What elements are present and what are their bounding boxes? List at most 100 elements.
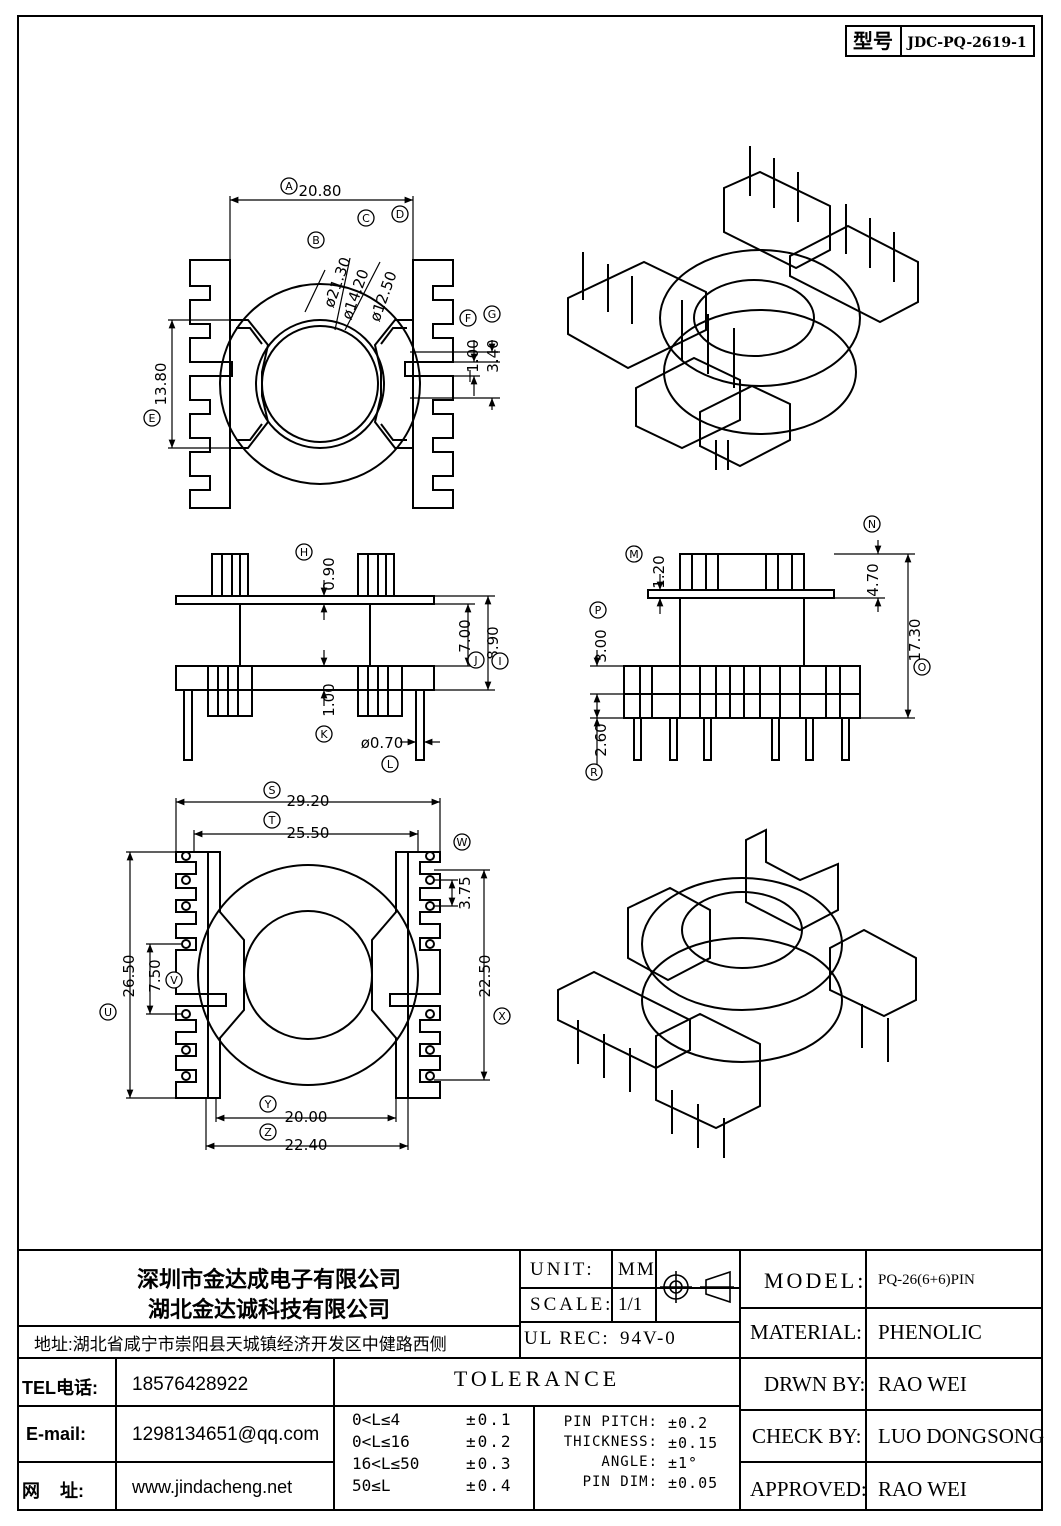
- bottom-view-dims: [126, 798, 490, 1150]
- tolerance-value: ±0.1: [466, 1410, 513, 1429]
- company-name-1: 深圳市金达成电子有限公司: [136, 1267, 401, 1292]
- svg-text:R: R: [590, 766, 598, 779]
- svg-text:S: S: [269, 784, 276, 797]
- isometric-view-bottom: [557, 828, 917, 1158]
- tolerance-range: 0<L≤4: [352, 1410, 401, 1429]
- model-label: MODEL:: [764, 1268, 867, 1293]
- dimension-balloon-m: M: [625, 545, 643, 563]
- dimension-balloon-b: B: [307, 231, 325, 249]
- approved-value: RAO WEI: [878, 1477, 967, 1501]
- dimension-balloon-g: G: [483, 305, 501, 323]
- unit-value: MM: [618, 1259, 656, 1280]
- top-view: [189, 259, 454, 509]
- svg-text:B: B: [312, 234, 320, 247]
- tolerance-value: ±0.3: [466, 1454, 513, 1473]
- tel-value: 18576428922: [132, 1374, 249, 1395]
- material-label: MATERIAL:: [750, 1320, 862, 1344]
- unit-label: UNIT:: [530, 1259, 595, 1280]
- ulrec-label: UL REC:: [524, 1328, 610, 1349]
- svg-text:V: V: [170, 974, 178, 987]
- dimension-value-x: 22.50: [476, 955, 494, 998]
- drawn-by-value: RAO WEI: [878, 1372, 967, 1396]
- pin-tolerance-label: ANGLE:: [601, 1454, 658, 1470]
- dimension-value-w: 3.75: [456, 876, 474, 909]
- bottom-view: [175, 851, 441, 1099]
- dimension-balloon-l: L: [381, 755, 399, 773]
- dimension-value-f: 1.00: [464, 339, 482, 372]
- dimension-value-h: 0.90: [320, 557, 338, 590]
- svg-text:Z: Z: [264, 1126, 272, 1139]
- dimension-balloon-u: U: [99, 1003, 117, 1021]
- svg-text:M: M: [629, 548, 639, 561]
- dimension-balloon-c: C: [357, 209, 375, 227]
- svg-text:P: P: [595, 604, 602, 617]
- dimension-value-m: 1.20: [650, 555, 668, 588]
- dimension-balloon-w: W: [453, 833, 471, 851]
- dimension-balloon-t: T: [263, 811, 281, 829]
- svg-text:W: W: [457, 836, 468, 849]
- dimension-value-e: 13.80: [152, 363, 170, 406]
- svg-text:H: H: [300, 546, 308, 559]
- web-value: www.jindacheng.net: [132, 1477, 293, 1497]
- pin-tolerance-value: ±0.2: [668, 1414, 709, 1432]
- front-view-dims: [320, 580, 495, 746]
- tolerance-value: ±0.2: [466, 1432, 513, 1451]
- pin-tolerance-label: THICKNESS:: [563, 1434, 658, 1450]
- dimension-value-y: 20.00: [285, 1108, 328, 1126]
- pin-tolerance-label: PIN DIM:: [582, 1474, 658, 1490]
- dimension-value-i: 8.90: [484, 626, 502, 659]
- pin-tolerance-label: PIN PITCH:: [563, 1414, 658, 1430]
- tolerance-range: 16<L≤50: [352, 1454, 420, 1473]
- pin-tolerance-value: ±0.15: [668, 1434, 719, 1452]
- dimension-balloon-k: K: [315, 725, 333, 743]
- svg-text:U: U: [104, 1006, 112, 1019]
- dimension-labels: 20.80Aø21.30Bø14.20Cø12.50D13.80E1.00F3.…: [99, 177, 931, 1154]
- svg-text:K: K: [320, 728, 328, 741]
- dimension-value-l: ø0.70: [361, 734, 404, 752]
- dimension-value-t: 25.50: [287, 824, 330, 842]
- pin-tolerance-value: ±0.05: [668, 1474, 719, 1492]
- dimension-value-u: 26.50: [120, 955, 138, 998]
- dimension-value-p: 3.00: [592, 629, 610, 662]
- svg-text:F: F: [465, 312, 471, 325]
- dimension-balloon-o: O: [913, 658, 931, 676]
- check-by-label: CHECK BY:: [752, 1424, 862, 1448]
- dimension-value-s: 29.20: [287, 792, 330, 810]
- dimension-balloon-s: S: [263, 781, 281, 799]
- dimension-value-n: 4.70: [864, 563, 882, 596]
- svg-text:X: X: [498, 1010, 506, 1023]
- isometric-view-top: [567, 146, 919, 470]
- email-label: E-mail:: [26, 1424, 87, 1444]
- company-name-2: 湖北金达诚科技有限公司: [147, 1297, 390, 1322]
- dimension-balloon-j: J: [467, 651, 485, 669]
- dimension-value-v: 7.50: [146, 959, 164, 992]
- model-value: PQ-26(6+6)PIN: [878, 1272, 975, 1288]
- svg-text:J: J: [473, 654, 477, 667]
- dimension-balloon-y: Y: [259, 1095, 277, 1113]
- dimension-balloon-n: N: [863, 515, 881, 533]
- dimension-value-r: 2.60: [592, 723, 610, 756]
- svg-text:Y: Y: [264, 1098, 272, 1111]
- model-tag-label: 型号: [853, 29, 893, 53]
- dimension-value-z: 22.40: [285, 1136, 328, 1154]
- svg-text:L: L: [387, 758, 394, 771]
- dimension-value-a: 20.80: [299, 182, 342, 200]
- dimension-value-j: 7.00: [456, 619, 474, 652]
- tolerance-range: 0<L≤16: [352, 1432, 410, 1451]
- pin-tolerance-value: ±1°: [668, 1454, 699, 1472]
- dimension-balloon-a: A: [280, 177, 298, 195]
- dimension-balloon-i: I: [491, 652, 509, 670]
- check-by-value: LUO DONGSONG: [878, 1424, 1045, 1448]
- company-address: 地址:湖北省咸宁市崇阳县天城镇经济开发区中健路西侧: [34, 1335, 447, 1354]
- svg-text:O: O: [918, 661, 927, 674]
- side-view: [623, 553, 861, 761]
- model-tag: 型号 JDC-PQ-2619-1: [845, 25, 1035, 57]
- side-view-dims: [590, 540, 915, 770]
- approved-label: APPROVED:: [750, 1477, 867, 1501]
- scale-label: SCALE:: [530, 1294, 614, 1315]
- svg-text:G: G: [488, 308, 497, 321]
- drawn-by-label: DRWN BY:: [764, 1372, 866, 1396]
- dimension-balloon-f: F: [459, 309, 477, 327]
- web-label: 网 址:: [22, 1481, 84, 1501]
